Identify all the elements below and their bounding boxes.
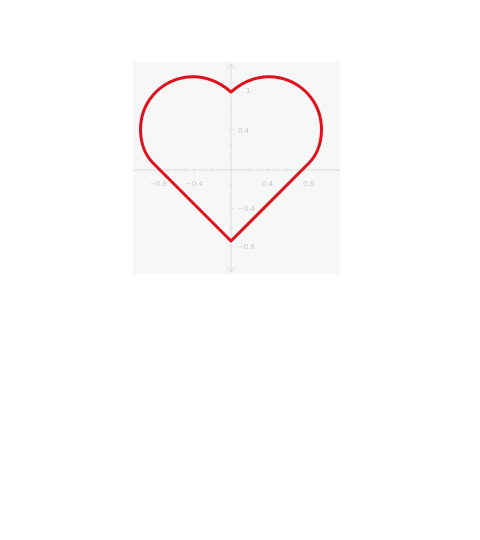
x-tick-label: −0.8 xyxy=(150,180,167,188)
x-tick-label: −0.4 xyxy=(186,180,204,188)
y-tick-label: −0.4 xyxy=(238,205,256,213)
y-axis-arrow-bottom xyxy=(226,266,236,273)
heart-outline xyxy=(139,75,323,243)
y-axis-ticks xyxy=(228,89,234,247)
y-tick-label: 0.4 xyxy=(238,127,250,135)
y-tick-label: −0.8 xyxy=(238,243,255,251)
y-tick-label: 1 xyxy=(246,87,250,95)
y-axis-arrow-top xyxy=(226,63,236,70)
x-tick-label: 0.4 xyxy=(262,180,274,188)
x-tick-label: 0.8 xyxy=(303,180,314,188)
